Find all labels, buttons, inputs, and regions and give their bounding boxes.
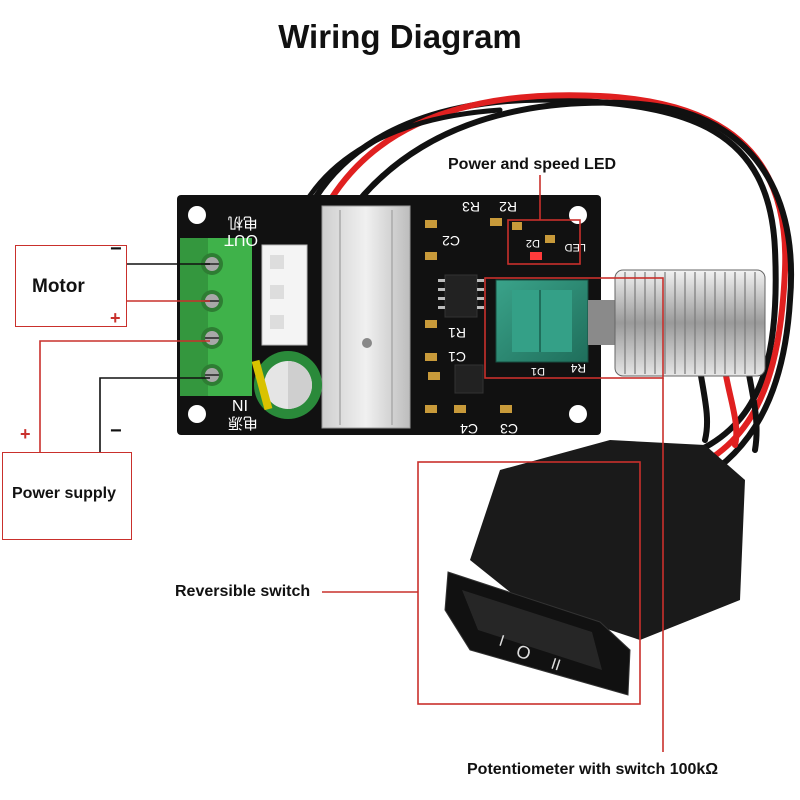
board-label-c2: C2 — [442, 233, 460, 249]
mounting-hole — [188, 405, 206, 423]
board-label-r4: R4 — [570, 361, 586, 375]
motor-box: Motor — [15, 245, 127, 327]
terminal-block — [180, 238, 252, 396]
ic-chip — [444, 274, 478, 318]
switch-callout-label: Reversible switch — [175, 583, 311, 600]
pot-callout-label: Potentiometer with switch 100kΩ — [467, 761, 719, 778]
transistor — [454, 364, 484, 394]
led-callout-label: Power and speed LED — [448, 156, 617, 173]
board-label-motor-cn: 电机 — [228, 214, 258, 231]
motor-plus-sign: + — [110, 308, 121, 328]
board-silkscreen: OUT 电机 IN 电源 LED R3 R2 C2 D2 R1 C1 D1 R4… — [224, 199, 586, 437]
mounting-hole — [569, 206, 587, 224]
board-label-power-cn: 电源 — [228, 414, 258, 431]
page-title: Wiring Diagram — [278, 18, 522, 55]
board-label-r1: R1 — [448, 325, 466, 341]
board-label-out: OUT — [224, 231, 258, 248]
board-label-r2: R2 — [499, 199, 517, 215]
power-supply-box: Power supply — [2, 452, 132, 540]
wire-connector — [261, 244, 308, 346]
motor-minus-sign: − — [110, 238, 122, 260]
power-minus-sign: − — [110, 420, 122, 442]
annotation-lines — [39, 175, 664, 752]
circuit-board: OUT 电机 IN 电源 LED R3 R2 C2 D2 R1 C1 D1 R4… — [177, 195, 766, 437]
board-label-c3: C3 — [500, 421, 518, 437]
board-label-r3: R3 — [462, 199, 480, 215]
mounting-hole — [569, 405, 587, 423]
board-label-c1: C1 — [448, 349, 466, 365]
mounting-hole — [188, 206, 206, 224]
potentiometer-body — [495, 279, 589, 363]
rocker-switch: I O II — [444, 440, 745, 696]
black-wiring — [99, 263, 210, 452]
power-supply-label: Power supply — [12, 485, 117, 502]
board-label-led: LED — [565, 241, 586, 253]
motor-label: Motor — [32, 276, 85, 297]
board-label-d2: D2 — [526, 237, 540, 249]
board-label-c4: C4 — [460, 421, 478, 437]
heatsink — [321, 205, 411, 429]
switch-mark-left: I — [497, 633, 506, 651]
led-d2 — [530, 252, 542, 260]
board-label-d1: D1 — [531, 365, 545, 377]
power-plus-sign: + — [20, 424, 31, 444]
electrolytic-capacitor — [251, 351, 322, 419]
potentiometer-knob — [588, 269, 766, 377]
board-label-in: IN — [232, 396, 248, 413]
switch-mark-center: O — [514, 641, 534, 664]
